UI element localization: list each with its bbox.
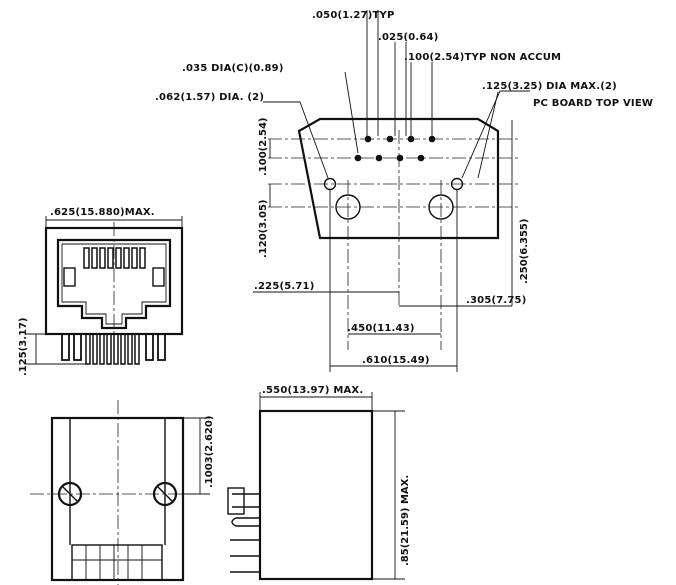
- pcb-outline: [297, 117, 500, 240]
- side-view: [227, 392, 405, 581]
- pin-block: [71, 544, 163, 581]
- bottom-pins: [61, 333, 166, 365]
- locating-hole-left: [323, 177, 337, 191]
- latch-left: [63, 267, 76, 287]
- side-body: [258, 409, 374, 581]
- bottom-post-right: [152, 481, 178, 507]
- label-pc-board-top-view: PC BOARD TOP VIEW: [533, 98, 653, 109]
- pin-hole: [364, 135, 372, 143]
- jack-opening: [56, 238, 172, 330]
- label-305: .305(7.75): [466, 295, 527, 306]
- leader-line: [344, 71, 359, 154]
- label-450: .450(11.43): [347, 323, 415, 334]
- pin-hole: [407, 135, 415, 143]
- side-post: [227, 487, 245, 515]
- front-view: [26, 216, 184, 365]
- pin-hole: [386, 135, 394, 143]
- pin-hole: [396, 154, 404, 162]
- pin-hole: [375, 154, 383, 162]
- post-hatch: [62, 486, 78, 502]
- latch-right: [152, 267, 165, 287]
- mount-hole-right: [428, 194, 454, 220]
- post-hatch: [157, 486, 173, 502]
- locating-hole-right: [450, 177, 464, 191]
- label-85-max-vertical: .85(21.59) MAX.: [400, 475, 411, 566]
- label-050-typ: .050(1.27)TYP: [312, 10, 394, 21]
- label-062-dia: .062(1.57) DIA. (2): [155, 92, 264, 103]
- label-120-vertical: .120(3.05): [258, 200, 269, 259]
- label-1003-vertical: .1003(2.620): [204, 416, 215, 488]
- pc-board-top-view: [253, 10, 530, 372]
- leader-line: [263, 101, 329, 179]
- pin-hole: [354, 154, 362, 162]
- bottom-post-left: [57, 481, 83, 507]
- pin-hole: [417, 154, 425, 162]
- mount-hole-left: [335, 194, 361, 220]
- leader-line: [461, 90, 530, 179]
- label-100-typ-non-accum: .100(2.54)TYP NON ACCUM: [404, 52, 561, 63]
- label-035-dia: .035 DIA(C)(0.89): [182, 63, 284, 74]
- jack-opening-inner: [61, 243, 167, 325]
- label-225: .225(5.71): [254, 281, 315, 292]
- label-100-vertical: .100(2.54): [258, 118, 269, 177]
- side-latch: [231, 517, 260, 527]
- leader-line: [477, 91, 499, 179]
- label-250-vertical: .250(6.355): [519, 219, 530, 284]
- contacts: [83, 247, 146, 269]
- label-125-vertical: .125(3.17): [18, 318, 29, 377]
- label-610: .610(15.49): [362, 355, 430, 366]
- label-550-max: .550(13.97) MAX.: [262, 385, 363, 396]
- label-625-max: .625(15.880)MAX.: [50, 207, 155, 218]
- pin-hole: [428, 135, 436, 143]
- label-025: .025(0.64): [378, 32, 439, 43]
- label-125-dia-max: .125(3.25) DIA MAX.(2): [482, 81, 617, 92]
- bottom-view: [30, 400, 210, 585]
